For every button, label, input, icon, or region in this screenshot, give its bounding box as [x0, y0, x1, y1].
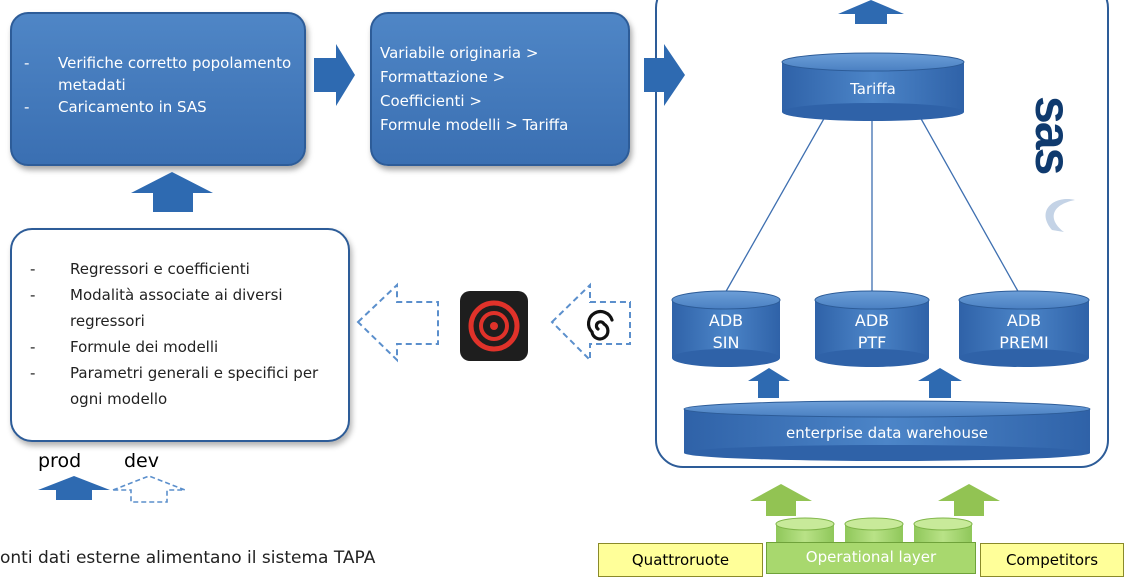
dev-legend-arrow-icon	[112, 475, 186, 503]
model-definition-box: Regressori e coefficienti Modalità assoc…	[10, 228, 350, 442]
adb-ptf-cylinder: ADB PTF	[814, 290, 930, 368]
swirl-icon	[587, 310, 614, 341]
connector-line	[914, 107, 1025, 303]
adb-label: ADB	[1006, 311, 1042, 330]
formula-line: Variabile originaria >	[380, 44, 539, 62]
warehouse-label: enterprise data warehouse	[786, 424, 988, 442]
formula-chain-box: Variabile originaria > Formattazione > C…	[370, 12, 630, 166]
adb-name: SIN	[712, 333, 740, 352]
right-arrow-icon	[644, 44, 685, 106]
process-item: Caricamento in SAS	[12, 96, 304, 118]
formula-line: Formattazione >	[380, 68, 506, 86]
up-arrow-icon	[838, 0, 904, 24]
up-arrow-icon	[918, 368, 962, 398]
metadata-check-box: Verifiche corretto popolamento metadati …	[10, 12, 306, 166]
tariffa-cylinder: Tariffa	[781, 52, 965, 122]
adb-name: PREMI	[999, 333, 1049, 352]
connector-line	[719, 107, 831, 303]
source-operational-layer: Operational layer	[766, 542, 976, 574]
definition-item: Parametri generali e specifici per ogni …	[12, 360, 348, 412]
caption-text: onti dati esterne alimentano il sistema …	[0, 548, 376, 568]
sas-logo-text: sas	[1025, 96, 1081, 174]
legend-dev-label: dev	[124, 450, 159, 472]
formula-line: Coefficienti >	[380, 92, 482, 110]
adb-sin-cylinder: ADB SIN	[671, 290, 781, 368]
source-competitors: Competitors	[980, 543, 1124, 577]
right-arrow-icon	[314, 44, 355, 106]
up-arrow-icon	[131, 172, 213, 212]
dashed-left-arrow-icon	[550, 282, 631, 363]
dashed-left-arrow-icon	[356, 282, 439, 363]
source-quattroruote: Quattroruote	[598, 543, 763, 577]
definition-item: Regressori e coefficienti	[12, 256, 348, 282]
legend-prod-label: prod	[38, 450, 82, 472]
tariffa-label: Tariffa	[850, 80, 896, 98]
sas-logo: sas	[1025, 96, 1110, 240]
green-up-arrow-icon	[750, 484, 812, 516]
definition-item: Modalità associate ai diversi regressori	[12, 282, 348, 334]
formula-line: Formule modelli > Tariffa	[380, 116, 569, 134]
adb-label: ADB	[708, 311, 744, 330]
up-arrow-icon	[748, 368, 790, 398]
target-app-icon	[460, 291, 528, 361]
green-up-arrow-icon	[938, 484, 1000, 516]
adb-premi-cylinder: ADB PREMI	[958, 290, 1090, 368]
adb-label: ADB	[854, 311, 890, 330]
adb-name: PTF	[857, 333, 887, 352]
definition-item: Formule dei modelli	[12, 334, 348, 360]
prod-legend-arrow-icon	[38, 476, 110, 500]
sas-swoosh-icon	[1045, 199, 1075, 232]
process-item: Verifiche corretto popolamento metadati	[12, 52, 304, 96]
enterprise-data-warehouse: enterprise data warehouse	[683, 400, 1091, 462]
